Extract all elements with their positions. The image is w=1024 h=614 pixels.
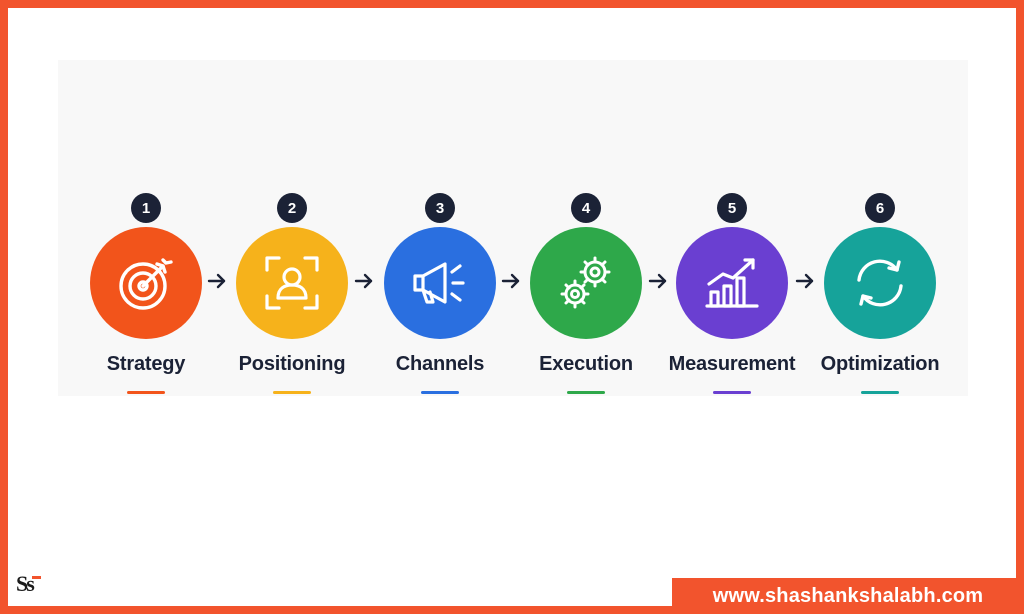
brand-logo: Ss: [16, 571, 50, 597]
step-circle: [530, 227, 642, 339]
step-label: Execution: [539, 353, 633, 375]
step-label: Channels: [395, 353, 485, 375]
website-url-banner[interactable]: www.shashankshalabh.com: [672, 578, 1024, 614]
step-number-badge: 5: [717, 193, 747, 223]
arrow-right-icon: [207, 273, 226, 289]
step-number-badge: 3: [425, 193, 455, 223]
step-channels: 3 Channels: [378, 0, 502, 396]
growth-chart-icon: [705, 258, 759, 308]
process-panel: [58, 60, 968, 396]
step-label: Strategy: [106, 353, 186, 375]
user-focus-icon: [265, 256, 319, 310]
gears-icon: [560, 256, 611, 309]
step-underline: [421, 391, 459, 394]
step-strategy: 1 Strategy: [84, 0, 208, 396]
step-underline: [861, 391, 899, 394]
megaphone-icon: [413, 262, 465, 304]
arrow-right-icon: [795, 273, 814, 289]
step-positioning: 2 Positioning: [230, 0, 354, 396]
brand-logo-text: Ss: [16, 571, 35, 596]
refresh-cycle-icon: [857, 259, 903, 307]
brand-logo-accent: [32, 576, 41, 579]
step-circle: [236, 227, 348, 339]
step-circle: [676, 227, 788, 339]
step-underline: [127, 391, 165, 394]
step-measurement: 5 Measurement: [669, 0, 796, 396]
step-underline: [713, 391, 751, 394]
website-url[interactable]: www.shashankshalabh.com: [712, 584, 984, 607]
step-number-badge: 1: [131, 193, 161, 223]
step-label: Measurement: [668, 353, 796, 375]
step-number-badge: 2: [277, 193, 307, 223]
step-underline: [273, 391, 311, 394]
step-circle: [384, 227, 496, 339]
step-label: Optimization: [820, 353, 940, 375]
target-icon: [119, 258, 173, 310]
step-number-badge: 4: [571, 193, 601, 223]
step-number-badge: 6: [865, 193, 895, 223]
step-circle: [90, 227, 202, 339]
step-label: Positioning: [238, 353, 346, 375]
arrow-right-icon: [648, 273, 667, 289]
arrow-right-icon: [501, 273, 520, 289]
arrow-right-icon: [354, 273, 373, 289]
step-optimization: 6 Optimization: [818, 0, 942, 396]
step-execution: 4 Execution: [524, 0, 648, 396]
step-circle: [824, 227, 936, 339]
step-underline: [567, 391, 605, 394]
